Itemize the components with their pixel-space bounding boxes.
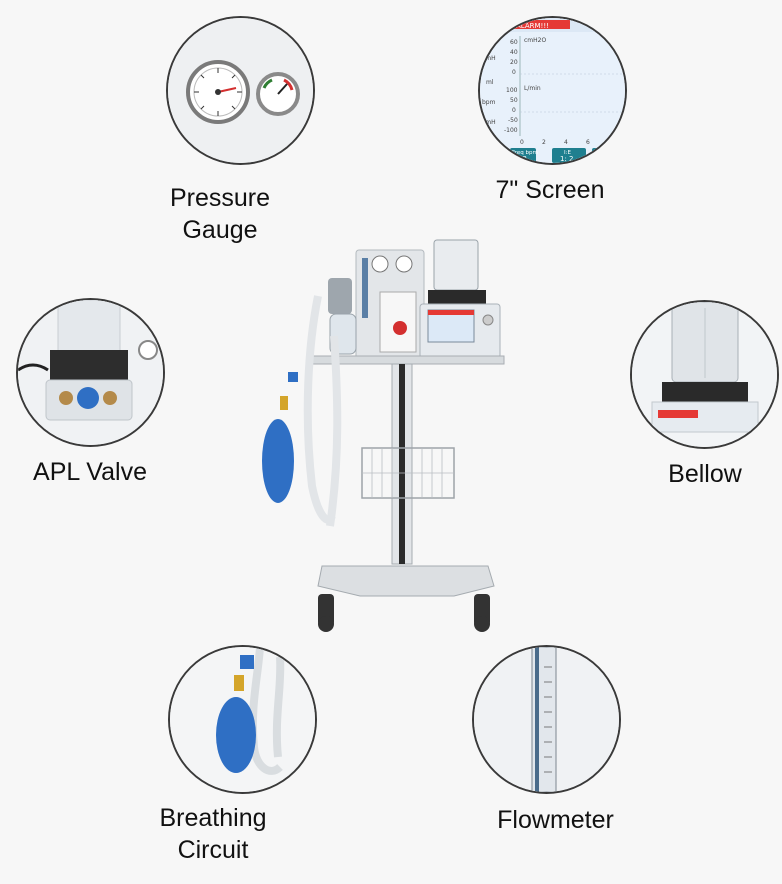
svg-text:cmH: cmH (482, 119, 496, 126)
svg-text:ml: ml (486, 79, 494, 86)
breathing-circuit-label: Breathing Circuit (159, 804, 267, 864)
svg-text:20: 20 (510, 59, 518, 66)
svg-text:12: 12 (518, 155, 527, 163)
flowmeter-label: Flowmeter (497, 806, 614, 834)
breathing-circuit-photo (168, 645, 317, 794)
screen-photo: ALARM!!! 60 40 20 0 100 50 0 -50 -100 cm… (478, 16, 627, 165)
svg-text:60: 60 (510, 39, 518, 46)
svg-text:cmH2O: cmH2O (524, 37, 546, 44)
svg-text:-100: -100 (504, 127, 518, 134)
svg-text:Sta: Sta (598, 150, 607, 156)
pressure-gauge-photo (166, 16, 315, 165)
screen-label: 7" Screen (495, 176, 605, 204)
svg-text:100: 100 (506, 87, 518, 94)
svg-text:1: 2: 1: 2 (560, 155, 574, 163)
svg-text:6: 6 (586, 139, 590, 146)
svg-text:cmH: cmH (482, 55, 496, 62)
svg-text:40: 40 (510, 49, 518, 56)
bellow-photo (630, 300, 779, 449)
svg-text:4: 4 (564, 139, 568, 146)
flowmeter-photo (472, 645, 621, 794)
svg-text:50: 50 (510, 97, 518, 104)
svg-text:0: 0 (520, 139, 524, 146)
svg-text:0: 0 (512, 107, 516, 114)
pressure-gauge-label: Pressure Gauge (169, 184, 271, 244)
svg-text:L/min: L/min (524, 85, 541, 92)
svg-text:I:E: I:E (564, 150, 571, 156)
svg-text:Freq bpm: Freq bpm (512, 150, 538, 156)
svg-text:0: 0 (512, 69, 516, 76)
svg-text:bpm: bpm (482, 99, 496, 106)
apl-valve-label: APL Valve (33, 458, 147, 486)
svg-text:-50: -50 (508, 117, 518, 124)
svg-text:8: 8 (608, 139, 612, 146)
bellow-label: Bellow (668, 460, 742, 488)
svg-text:2: 2 (542, 139, 546, 146)
apl-valve-photo (16, 298, 165, 447)
anesthesia-machine (248, 236, 513, 636)
alarm-text: ALARM!!! (516, 22, 549, 30)
